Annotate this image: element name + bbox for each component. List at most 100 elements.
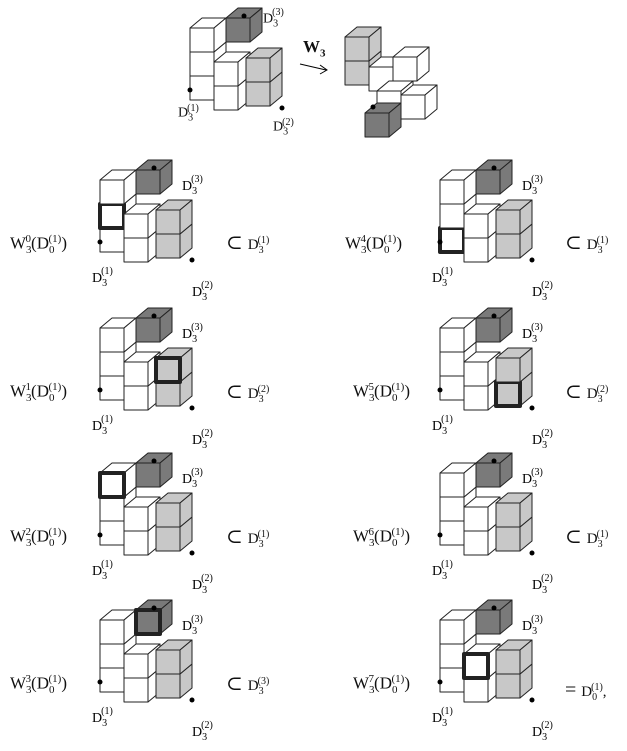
top-d3-2-label: D3(2) — [273, 117, 294, 138]
L3-lab3: D3(3) — [182, 614, 203, 637]
src-a3-front — [189, 27, 215, 53]
rel-0: ⊂ D3(1) — [226, 232, 270, 256]
R1-dot-right — [529, 405, 535, 411]
R0-dot-right — [529, 257, 535, 263]
R2-c2-front — [495, 502, 521, 528]
L2-dot-left — [97, 532, 103, 538]
R3-b1-front — [463, 677, 489, 703]
R2-dot-top — [491, 458, 497, 464]
L3-c2-front — [155, 649, 181, 675]
L0-a1-front — [99, 227, 125, 253]
R0-lab3: D3(3) — [522, 174, 543, 197]
top-d3-3-label: D3(3) — [263, 7, 284, 30]
R1-lab3: D3(3) — [522, 322, 543, 345]
L2-b2-front — [123, 506, 149, 532]
L0-c2-front — [155, 209, 181, 235]
R2-lab2: D3(2) — [532, 573, 553, 596]
dst-l2-front — [344, 36, 370, 62]
dst-dark-front — [364, 112, 390, 138]
L0-dot-left — [97, 239, 103, 245]
label-w3-0: W30(D0(1)) — [10, 233, 67, 257]
src-b2-front — [213, 61, 239, 87]
R1-b1-front — [463, 385, 489, 411]
L3-lab1: D3(1) — [92, 706, 113, 729]
R1-lab2: D3(2) — [532, 428, 553, 451]
L3-dot-right — [189, 697, 195, 703]
R1-a2-front — [439, 351, 465, 377]
L2-dot-top — [151, 458, 157, 464]
label-w3-7: W37(D0(1)) — [353, 673, 410, 697]
R1-c1-front — [494, 380, 522, 408]
dst-r2-front — [392, 56, 418, 82]
src-c2-front — [245, 57, 271, 83]
L0-c1-front — [155, 233, 181, 259]
L3-b2-front — [123, 653, 149, 679]
R1-c2-front — [495, 357, 521, 383]
R0-a2-front — [439, 203, 465, 229]
L0-top-front — [135, 169, 161, 195]
R3-c1-front — [495, 673, 521, 699]
R3-c2-front — [495, 649, 521, 675]
R3-lab2: D3(2) — [532, 720, 553, 743]
R0-top-front — [475, 169, 501, 195]
R0-c2-front — [495, 209, 521, 235]
L0-b1-front — [123, 237, 149, 263]
L0-lab3: D3(3) — [182, 174, 203, 197]
R3-dot-top — [491, 605, 497, 611]
L1-b2-front — [123, 361, 149, 387]
L0-a2-front — [98, 202, 126, 230]
L0-dot-right — [189, 257, 195, 263]
map-arrow — [299, 63, 327, 71]
label-w3-6: W36(D0(1)) — [353, 526, 410, 550]
L3-lab2: D3(2) — [192, 720, 213, 743]
R1-dot-top — [491, 313, 497, 319]
R1-a1-front — [439, 375, 465, 401]
L1-a1-front — [99, 375, 125, 401]
R0-lab2: D3(2) — [532, 280, 553, 303]
L1-dot-right — [189, 405, 195, 411]
R0-c1-front — [495, 233, 521, 259]
L2-a3-front — [98, 471, 126, 499]
rel-3: ⊂ D3(3) — [226, 673, 270, 697]
R2-a1-front — [439, 520, 465, 546]
L2-lab3: D3(3) — [182, 467, 203, 490]
R1-dot-left — [437, 387, 443, 393]
dst-l1-front — [344, 60, 370, 86]
R0-a3-front — [439, 179, 465, 205]
R3-b2-front — [462, 652, 490, 680]
R2-lab3: D3(3) — [522, 467, 543, 490]
R3-a1-front — [439, 667, 465, 693]
L2-a1-front — [99, 520, 125, 546]
L0-lab1: D3(1) — [92, 266, 113, 289]
L3-c1-front — [155, 673, 181, 699]
R0-b2-front — [463, 213, 489, 239]
map-label: W3 — [303, 37, 326, 60]
R2-b2-front — [463, 506, 489, 532]
L3-a3-front — [99, 619, 125, 645]
R2-a3-front — [439, 472, 465, 498]
L1-lab3: D3(3) — [182, 322, 203, 345]
label-w3-2: W32(D0(1)) — [10, 526, 67, 550]
L2-lab2: D3(2) — [192, 573, 213, 596]
L1-dot-top — [151, 313, 157, 319]
L2-b1-front — [123, 530, 149, 556]
R1-top-front — [475, 317, 501, 343]
R0-lab1: D3(1) — [432, 266, 453, 289]
L1-top-front — [135, 317, 161, 343]
rel-4: ⊂ D3(1) — [565, 232, 609, 256]
L3-dot-left — [97, 679, 103, 685]
rel-6: ⊂ D3(1) — [565, 526, 609, 550]
L0-a3-front — [99, 179, 125, 205]
src-c1-front — [245, 81, 271, 107]
R2-top-front — [475, 462, 501, 488]
src-dot-right — [279, 105, 285, 111]
src-a2-front — [189, 51, 215, 77]
R0-a1-front — [438, 226, 466, 254]
R3-lab3: D3(3) — [522, 614, 543, 637]
R1-lab1: D3(1) — [432, 414, 453, 437]
L2-c2-front — [155, 502, 181, 528]
R2-lab1: D3(1) — [432, 559, 453, 582]
dst-r1-front — [400, 94, 426, 120]
L2-dot-right — [189, 550, 195, 556]
